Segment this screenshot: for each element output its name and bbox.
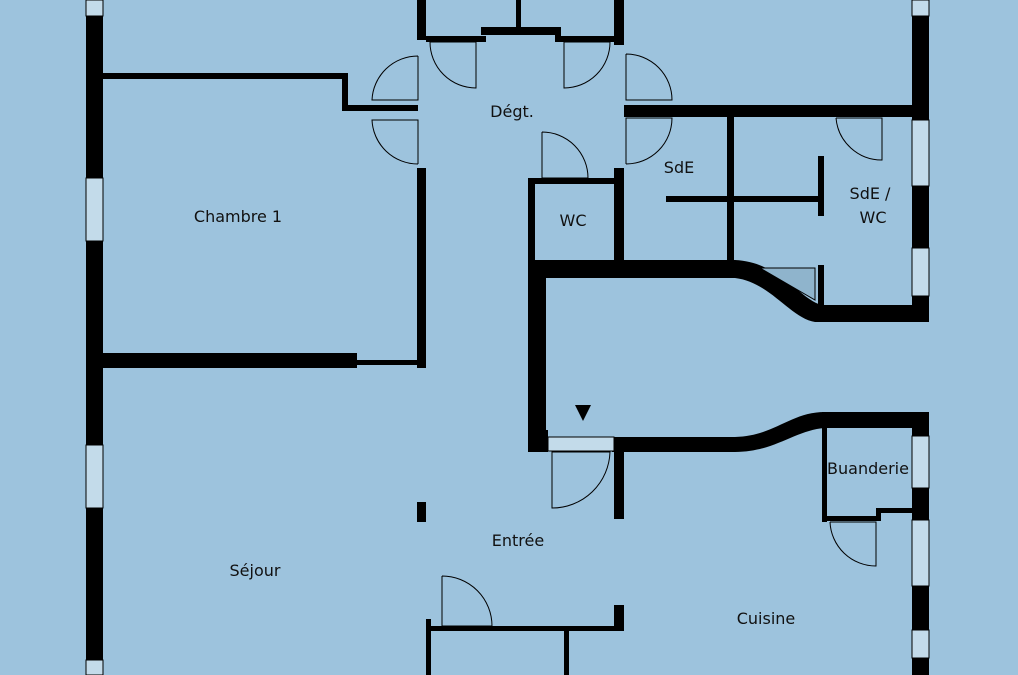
wall-buanderie-left [822,412,827,522]
wall-storage-top [431,626,621,631]
wall-entry-right [614,437,624,519]
wall-top-niche-right [555,27,561,42]
window-right-1[interactable] [911,0,930,17]
label-entree: Entrée [492,531,544,550]
label-sde: SdE [664,158,694,177]
window-left-4[interactable] [85,659,104,675]
wall-chambre-bottom [103,353,357,368]
wall-top-door-right [555,36,614,42]
entrance-arrow-icon [575,405,591,421]
wall-storage-right [614,605,624,631]
label-cuisine: Cuisine [737,609,796,628]
door-chambre-lower[interactable] [371,119,419,165]
wall-storage-divider [564,626,569,675]
entrance-threshold [547,436,615,452]
wall-curved-lower [612,412,929,452]
label-sde-wc-line1: SdE / [850,184,892,203]
label-degt: Dégt. [490,102,534,121]
wall-buanderie-step [876,508,881,521]
wall-curved-upper [528,260,929,437]
wall-chambre-step-h [342,105,418,111]
wall-corridor-left-top [417,0,426,40]
door-right-upper[interactable] [625,53,673,101]
window-right-4[interactable] [911,435,930,489]
window-left-3[interactable] [85,444,104,509]
wall-top-niche [481,27,558,35]
door-wc[interactable] [541,131,589,179]
door-chambre-upper[interactable] [371,55,419,101]
door-sde[interactable] [625,117,673,165]
wall-buanderie-bottom [822,516,880,521]
wall-corridor-right-top [614,0,624,45]
window-left-1[interactable] [85,0,104,17]
window-left-2[interactable] [85,177,104,242]
wall-chambre-top [103,73,347,79]
window-right-2[interactable] [911,119,930,187]
wall-entry-stub [417,502,426,522]
door-sde-wc[interactable] [835,117,883,161]
door-storage[interactable] [441,575,493,627]
wall-shower-screen [666,196,822,202]
windows [85,0,930,675]
window-right-3[interactable] [911,247,930,297]
wall-corridor-left [417,168,426,368]
wall-chambre-bottom-thin [356,360,426,365]
door-top-left[interactable] [429,41,477,89]
label-buanderie: Buanderie [827,459,909,478]
room-labels: Chambre 1 Dégt. SdE SdE / WC WC Séjour E… [194,102,909,628]
wall-entry-left [528,430,548,452]
label-sejour: Séjour [230,561,281,580]
wall-shower-end [818,156,824,216]
door-buanderie[interactable] [829,521,877,567]
wall-sde-top [624,105,914,117]
wall-chambre-step [342,73,348,111]
wall-wc-top [528,178,624,184]
label-chambre-1: Chambre 1 [194,207,282,226]
door-top-right[interactable] [563,41,611,89]
wall-corridor-right [614,168,624,265]
label-wc: WC [560,211,587,230]
stair-hatch [758,267,816,301]
wall-sde-wc-lower [818,265,824,310]
window-right-6[interactable] [911,629,930,659]
label-sde-wc-line2: WC [860,208,887,227]
exterior-wall-left [86,0,103,675]
door-entrance[interactable] [551,451,611,509]
doors [371,41,883,627]
wall-sde-divider [727,117,734,265]
wall-wc-left [528,178,535,265]
wall-buanderie-bottom-r [876,508,912,513]
wall-top-door-left [426,36,486,42]
wall-top-divider-1 [516,0,521,28]
window-right-5[interactable] [911,519,930,587]
wall-storage-left [426,619,431,675]
